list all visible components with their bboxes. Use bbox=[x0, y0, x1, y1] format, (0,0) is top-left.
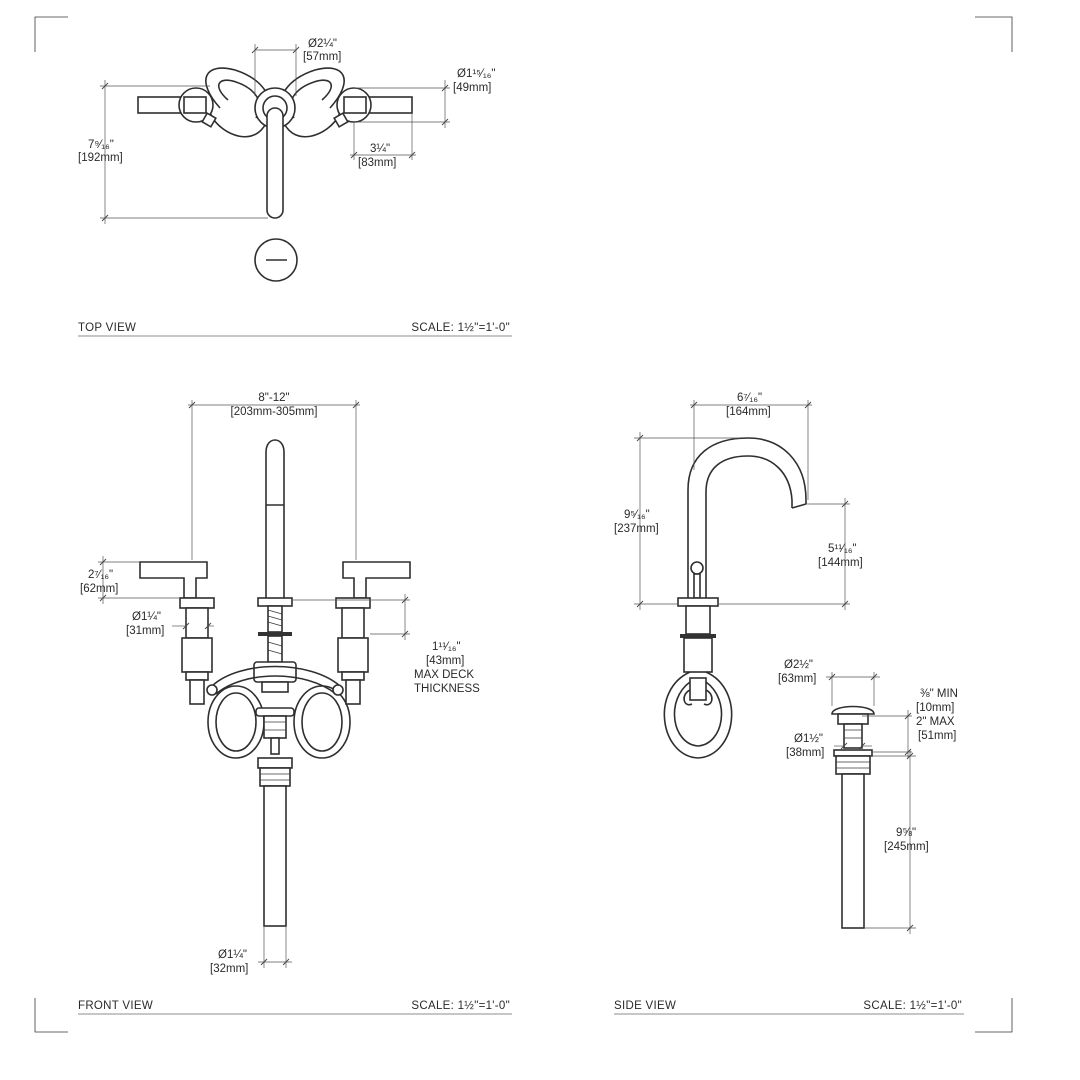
dim-drain-cap-dia: Ø2½" bbox=[784, 659, 813, 671]
dim-front-shank-dia-mm: [31mm] bbox=[126, 625, 164, 637]
side-view-dimensions: 6⁷⁄₁₆" [164mm] 9⁵⁄₁₆" [237mm] 5¹¹⁄₁₆" [1… bbox=[614, 392, 958, 934]
dim-front-deck-mm: [43mm] bbox=[426, 655, 464, 667]
front-view-drawing bbox=[139, 439, 411, 927]
dim-drain-max: 2" MAX bbox=[916, 716, 955, 728]
dim-front-tail-dia-mm: [32mm] bbox=[210, 963, 248, 975]
dim-drain-body-dia: Ø1½" bbox=[794, 733, 823, 745]
dim-drain-body-dia-mm: [38mm] bbox=[786, 747, 824, 759]
dim-top-reach: 7⁹⁄₁₆" bbox=[88, 139, 114, 151]
crop-marks bbox=[34, 16, 1013, 1033]
front-view-titleblock: FRONT VIEW SCALE: 1½"=1'-0" bbox=[78, 1000, 512, 1015]
dim-drain-min: ⅜" MIN bbox=[920, 688, 958, 700]
dim-drain-min-mm: [10mm] bbox=[916, 702, 954, 714]
dim-front-deck-note-2: THICKNESS bbox=[414, 683, 480, 695]
dim-top-handle-len: 3¼" bbox=[370, 143, 390, 155]
dim-top-handle-len-mm: [83mm] bbox=[358, 157, 396, 169]
dim-side-reach: 6⁷⁄₁₆" bbox=[737, 392, 762, 404]
dim-front-handle-h: 2⁷⁄₁₆" bbox=[88, 569, 113, 581]
top-view-scale: SCALE: 1½"=1'-0" bbox=[411, 322, 510, 334]
top-view-drawing bbox=[137, 67, 413, 282]
dim-top-spout-dia: Ø2¼" bbox=[308, 38, 337, 50]
dim-drain-len: 9⅝" bbox=[896, 827, 916, 839]
top-view-label: TOP VIEW bbox=[78, 322, 136, 334]
dim-front-tail-dia: Ø1¼" bbox=[218, 949, 247, 961]
dim-front-deck: 1¹¹⁄₁₆" bbox=[432, 641, 461, 653]
dim-top-handle-dia-mm: [49mm] bbox=[453, 82, 491, 94]
dim-drain-max-mm: [51mm] bbox=[918, 730, 956, 742]
dim-front-shank-dia: Ø1¼" bbox=[132, 611, 161, 623]
front-view-dimensions: 8"-12" [203mm-305mm] 2⁷⁄₁₆" [62mm] Ø1¼" … bbox=[80, 392, 480, 975]
dim-side-outlet-h: 5¹¹⁄₁₆" bbox=[828, 543, 857, 555]
dim-side-height-mm: [237mm] bbox=[614, 523, 659, 535]
dim-side-outlet-h-mm: [144mm] bbox=[818, 557, 863, 569]
top-view-dimensions: Ø2¼" [57mm] Ø1¹⁵⁄₁₆" [49mm] 7⁹⁄₁₆" [192m… bbox=[78, 38, 495, 224]
side-view-scale: SCALE: 1½"=1'-0" bbox=[863, 1000, 962, 1012]
dim-top-handle-dia: Ø1¹⁵⁄₁₆" bbox=[457, 68, 495, 80]
dim-drain-len-mm: [245mm] bbox=[884, 841, 929, 853]
top-view-titleblock: TOP VIEW SCALE: 1½"=1'-0" bbox=[78, 322, 512, 337]
dim-drain-cap-dia-mm: [63mm] bbox=[778, 673, 816, 685]
dim-front-handle-h-mm: [62mm] bbox=[80, 583, 118, 595]
dim-top-spout-dia-mm: [57mm] bbox=[303, 51, 341, 63]
dim-front-spread-mm: [203mm-305mm] bbox=[231, 406, 318, 418]
side-view-drawing bbox=[663, 437, 875, 929]
side-view-label: SIDE VIEW bbox=[614, 1000, 676, 1012]
dim-front-deck-note-1: MAX DECK bbox=[414, 669, 474, 681]
side-view-titleblock: SIDE VIEW SCALE: 1½"=1'-0" bbox=[614, 1000, 964, 1015]
front-view-scale: SCALE: 1½"=1'-0" bbox=[411, 1000, 510, 1012]
dim-top-reach-mm: [192mm] bbox=[78, 152, 123, 164]
dim-side-height: 9⁵⁄₁₆" bbox=[624, 509, 650, 521]
dim-side-reach-mm: [164mm] bbox=[726, 406, 771, 418]
dim-front-spread: 8"-12" bbox=[258, 392, 289, 404]
front-view-label: FRONT VIEW bbox=[78, 1000, 153, 1012]
